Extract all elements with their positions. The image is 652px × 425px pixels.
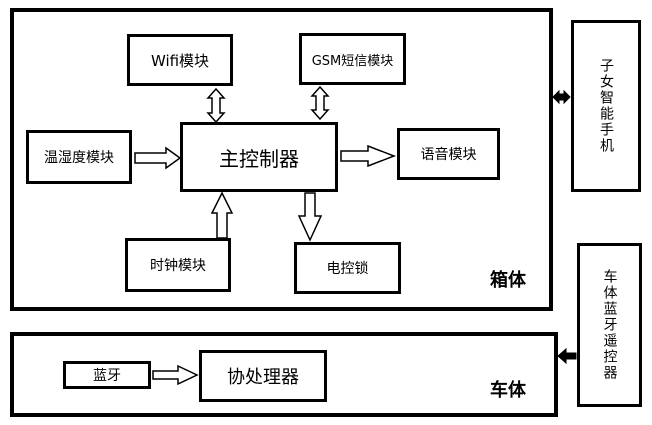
wifi-module-label: Wifi模块 xyxy=(150,51,210,70)
voice-module-label: 语音模块 xyxy=(420,147,477,163)
clock-module-label: 时钟模块 xyxy=(150,258,206,274)
clock-module: 时钟模块 xyxy=(125,238,231,292)
remote-car-arrow xyxy=(557,347,577,365)
gsm-module: GSM短信模块 xyxy=(299,33,406,85)
coprocessor-module: 协处理器 xyxy=(199,350,327,402)
main-lock-arrow xyxy=(297,192,323,242)
gsm-main-arrow xyxy=(310,85,330,121)
wifi-main-arrow xyxy=(206,87,226,124)
temp-main-arrow xyxy=(134,146,182,170)
electric-lock-module-label: 电控锁 xyxy=(326,261,369,277)
car-region-label: 车体 xyxy=(490,380,526,401)
main-voice-arrow xyxy=(340,144,397,168)
box-region-label: 箱体 xyxy=(490,270,526,291)
wifi-module: Wifi模块 xyxy=(127,34,233,86)
temp-humidity-module: 温湿度模块 xyxy=(26,130,132,184)
remote-device-label: 车体蓝牙遥控器 xyxy=(601,269,618,381)
voice-module: 语音模块 xyxy=(397,128,500,180)
electric-lock-module: 电控锁 xyxy=(294,242,401,294)
bluetooth-module: 蓝牙 xyxy=(63,361,151,389)
box-phone-arrow xyxy=(552,89,571,105)
temp-humidity-module-label: 温湿度模块 xyxy=(44,150,114,166)
gsm-module-label: GSM短信模块 xyxy=(311,53,394,69)
remote-device: 车体蓝牙遥控器 xyxy=(577,243,642,407)
phone-device: 子女智能手机 xyxy=(571,20,641,192)
coprocessor-module-label: 协处理器 xyxy=(227,367,299,388)
clock-main-arrow xyxy=(210,191,234,239)
bluetooth-module-label: 蓝牙 xyxy=(93,368,121,384)
phone-device-label: 子女智能手机 xyxy=(598,58,614,154)
main-controller-label: 主控制器 xyxy=(219,146,299,171)
main-controller: 主控制器 xyxy=(180,122,338,192)
bluetooth-coprocessor-arrow xyxy=(152,364,199,386)
